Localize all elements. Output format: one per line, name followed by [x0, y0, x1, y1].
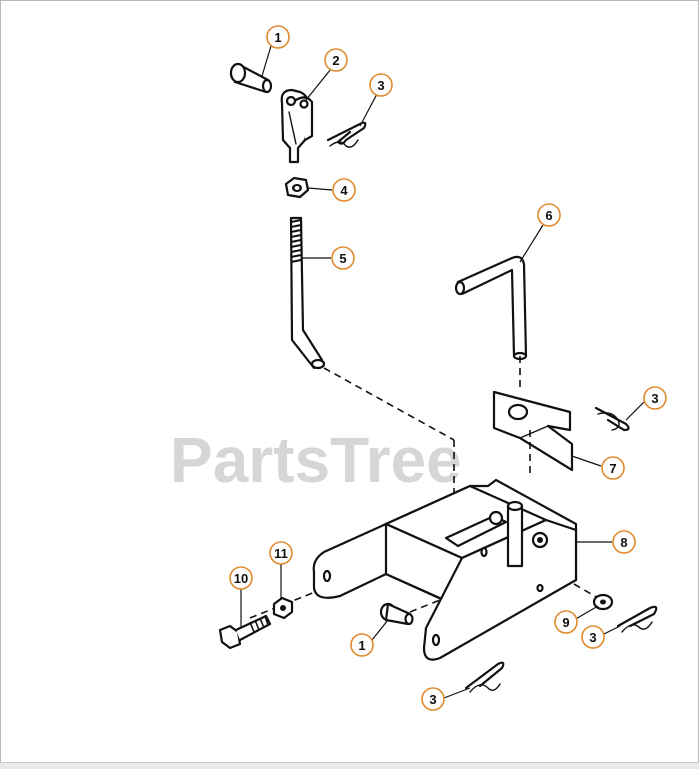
svg-text:3: 3 — [429, 692, 436, 707]
part-hex-nut — [284, 176, 310, 199]
callout-1-bottom[interactable]: 1 — [350, 633, 374, 657]
callout-3-bottom[interactable]: 3 — [421, 687, 445, 711]
callout-4[interactable]: 4 — [332, 178, 356, 202]
svg-text:7: 7 — [609, 461, 616, 476]
callout-7[interactable]: 7 — [601, 456, 625, 480]
callout-3-lower-right[interactable]: 3 — [581, 625, 605, 649]
part-clevis-pin-bottom — [379, 602, 414, 626]
svg-text:1: 1 — [274, 30, 281, 45]
svg-text:8: 8 — [620, 535, 627, 550]
callout-11[interactable]: 11 — [269, 541, 293, 565]
svg-text:11: 11 — [274, 546, 288, 561]
callout-10[interactable]: 10 — [229, 566, 253, 590]
callout-6[interactable]: 6 — [537, 203, 561, 227]
svg-text:3: 3 — [651, 391, 658, 406]
part-clevis-pin-top — [229, 62, 273, 94]
svg-text:10: 10 — [234, 571, 248, 586]
callout-2[interactable]: 2 — [324, 48, 348, 72]
leader-lines — [240, 45, 645, 699]
part-hairpin-clip-bottom — [464, 661, 505, 693]
callout-3-right[interactable]: 3 — [643, 386, 667, 410]
part-hairpin-clip-top — [326, 121, 367, 148]
svg-text:6: 6 — [545, 208, 552, 223]
callout-3-top[interactable]: 3 — [369, 73, 393, 97]
callout-5[interactable]: 5 — [331, 246, 355, 270]
part-hairpin-clip-right — [594, 406, 630, 432]
part-threaded-rod — [289, 216, 326, 370]
part-l-pin — [454, 255, 528, 361]
watermark: PartsTree — [170, 424, 462, 496]
bottom-scrollbar-track — [0, 762, 699, 769]
callout-9[interactable]: 9 — [554, 610, 578, 634]
part-washer — [592, 593, 614, 611]
svg-text:3: 3 — [377, 78, 384, 93]
svg-text:5: 5 — [339, 251, 346, 266]
callout-1-top[interactable]: 1 — [266, 25, 290, 49]
part-u-frame — [312, 478, 578, 661]
part-hairpin-clip-lower-right — [616, 605, 658, 633]
part-hex-bolt — [218, 614, 272, 650]
svg-text:3: 3 — [589, 630, 596, 645]
svg-text:4: 4 — [340, 183, 348, 198]
svg-text:1: 1 — [358, 638, 365, 653]
svg-text:2: 2 — [332, 53, 339, 68]
callout-8[interactable]: 8 — [612, 530, 636, 554]
part-clevis-yoke — [280, 88, 314, 164]
part-angle-bracket — [492, 390, 574, 472]
part-nut-small — [272, 596, 294, 620]
svg-text:9: 9 — [562, 615, 569, 630]
